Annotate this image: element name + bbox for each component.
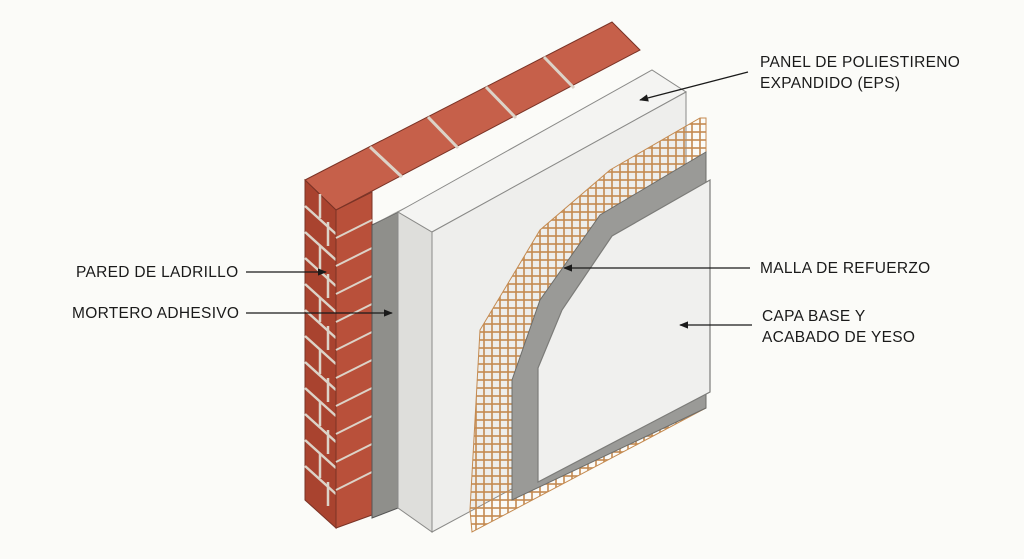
label-reinforcement-mesh: MALLA DE REFUERZO xyxy=(760,258,930,279)
label-adhesive-mortar: MORTERO ADHESIVO xyxy=(72,303,239,324)
label-brick-wall-text: PARED DE LADRILLO xyxy=(76,264,239,281)
label-adhesive-mortar-text: MORTERO ADHESIVO xyxy=(72,305,240,322)
label-base-coat: CAPA BASE Y ACABADO DE YESO xyxy=(762,306,915,348)
leader-eps-panel xyxy=(639,71,749,102)
label-eps-panel-line1: PANEL DE POLIESTIRENO xyxy=(760,54,961,71)
eps-panel-side xyxy=(397,211,433,533)
label-eps-panel-line2: EXPANDIDO (EPS) xyxy=(760,75,901,92)
label-brick-wall: PARED DE LADRILLO xyxy=(76,262,238,283)
label-base-coat-line1: CAPA BASE Y xyxy=(762,308,866,325)
adhesive-mortar-front xyxy=(371,211,399,519)
label-base-coat-line2: ACABADO DE YESO xyxy=(762,329,916,346)
brick-top-joints xyxy=(368,55,576,179)
brick-wall-front xyxy=(335,191,373,529)
finish-plaster-layer xyxy=(537,178,711,483)
label-reinforcement-mesh-text: MALLA DE REFUERZO xyxy=(760,260,931,277)
label-eps-panel: PANEL DE POLIESTIRENO EXPANDIDO (EPS) xyxy=(760,52,960,94)
